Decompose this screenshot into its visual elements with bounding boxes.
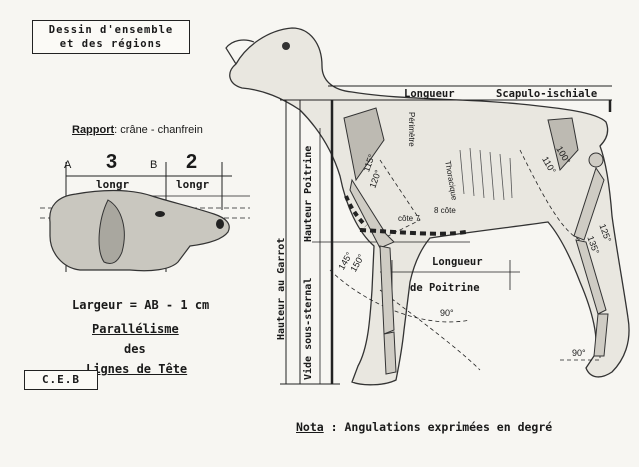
longueur-poitrine-label: Longueur: [432, 256, 483, 268]
point-b: B: [150, 159, 158, 171]
point-a: A: [64, 159, 72, 171]
hauteur-garrot-label: Hauteur au Garrot: [276, 237, 287, 340]
title-line-2: et des régions: [59, 38, 163, 50]
rapport-title: Rapport: [72, 124, 115, 136]
angle-90-front: 90°: [440, 308, 454, 318]
longueur-top: Longueur: [404, 88, 455, 100]
de-poitrine-label: de Poitrine: [410, 282, 480, 294]
ratio-number-2: 2: [186, 151, 198, 173]
perimetre-label: Périmètre: [407, 112, 416, 147]
vide-sous-sternal-label: Vide sous-sternal: [303, 277, 314, 380]
ratio-number-3: 3: [106, 151, 118, 173]
cote-8-label: 8 côte: [434, 206, 456, 215]
parallelisme-line-2: des: [124, 342, 146, 356]
angle-90-rear: 90°: [572, 348, 586, 358]
nota-text: : Angulations exprimées en degré: [330, 420, 553, 434]
rapport-text: : crâne - chanfrein: [114, 124, 203, 136]
title-line-1: Dessin d'ensemble: [48, 24, 174, 36]
parallelisme-line-1: Parallélisme: [92, 322, 179, 336]
nota-label: Nota: [296, 420, 324, 434]
longr-label-2: longr: [176, 178, 210, 191]
head-diagram: [40, 162, 250, 272]
nota-line: Nota : Angulations exprimées en degré: [296, 420, 552, 434]
scapulo-ischiale: Scapulo-ischiale: [496, 88, 598, 100]
title-box: Dessin d'ensemble et des régions: [32, 20, 190, 54]
longr-label-1: longr: [96, 178, 130, 191]
ceb-box: C.E.B: [24, 370, 98, 390]
rapport-label: Rapport: crâne - chanfrein: [72, 124, 203, 136]
largeur-formula: Largeur = AB - 1 cm: [72, 298, 210, 312]
hauteur-poitrine-label: Hauteur Poitrine: [303, 145, 314, 242]
cote-7-label: côte 7: [398, 214, 420, 223]
parallelisme-line-3: Lignes de Tête: [86, 362, 188, 376]
